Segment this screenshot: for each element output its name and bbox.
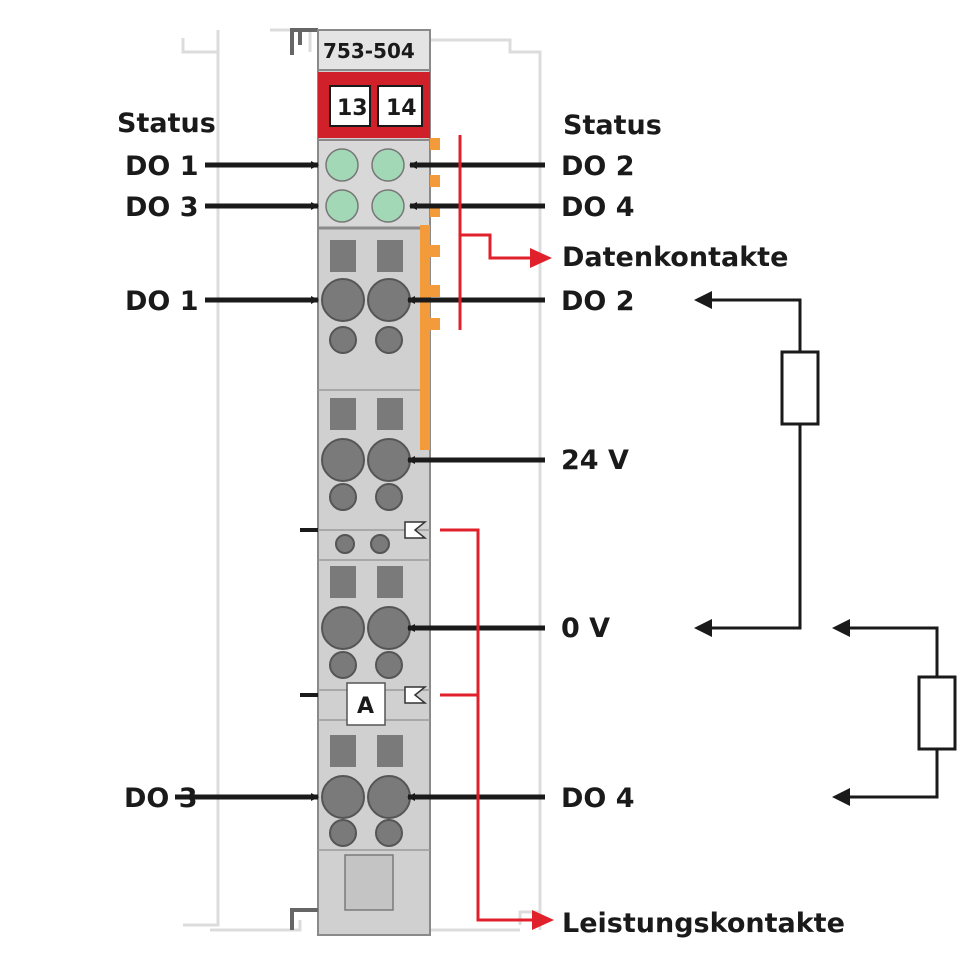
- led-do4: [371, 189, 405, 223]
- load-circuit-1: [710, 298, 820, 630]
- led-do3: [325, 189, 359, 223]
- label-do3-terminal: DO 3: [124, 783, 198, 814]
- label-datenkontakte: Datenkontakte: [562, 242, 788, 273]
- part-number: 753-504: [323, 39, 415, 63]
- label-status-left: Status: [117, 108, 216, 139]
- label-do2-led: DO 2: [561, 151, 635, 182]
- load-circuit-2: [848, 626, 957, 799]
- terminal-number-13: 13: [337, 96, 368, 121]
- red-arrowhead-data: [530, 248, 552, 268]
- red-arrowhead-power: [532, 910, 554, 930]
- terminal-number-14: 14: [386, 96, 417, 121]
- data-contacts-strip: [420, 138, 440, 450]
- label-leistungskontakte: Leistungskontakte: [562, 908, 845, 939]
- label-do4-led: DO 4: [561, 192, 635, 223]
- label-0v: 0 V: [561, 613, 610, 644]
- led-do1: [325, 148, 359, 182]
- terminal-blocks: [321, 240, 411, 847]
- label-do1-terminal: DO 1: [125, 286, 199, 317]
- label-status-right: Status: [563, 110, 662, 141]
- label-do1-led: DO 1: [125, 151, 199, 182]
- label-do2-terminal: DO 2: [561, 286, 635, 317]
- marker-letter: A: [357, 694, 374, 719]
- label-do4-terminal: DO 4: [561, 783, 635, 814]
- status-leds: [325, 148, 405, 223]
- red-indicators: [440, 135, 532, 922]
- led-do2: [371, 148, 405, 182]
- label-24v: 24 V: [561, 445, 629, 476]
- label-do3-led: DO 3: [125, 192, 199, 223]
